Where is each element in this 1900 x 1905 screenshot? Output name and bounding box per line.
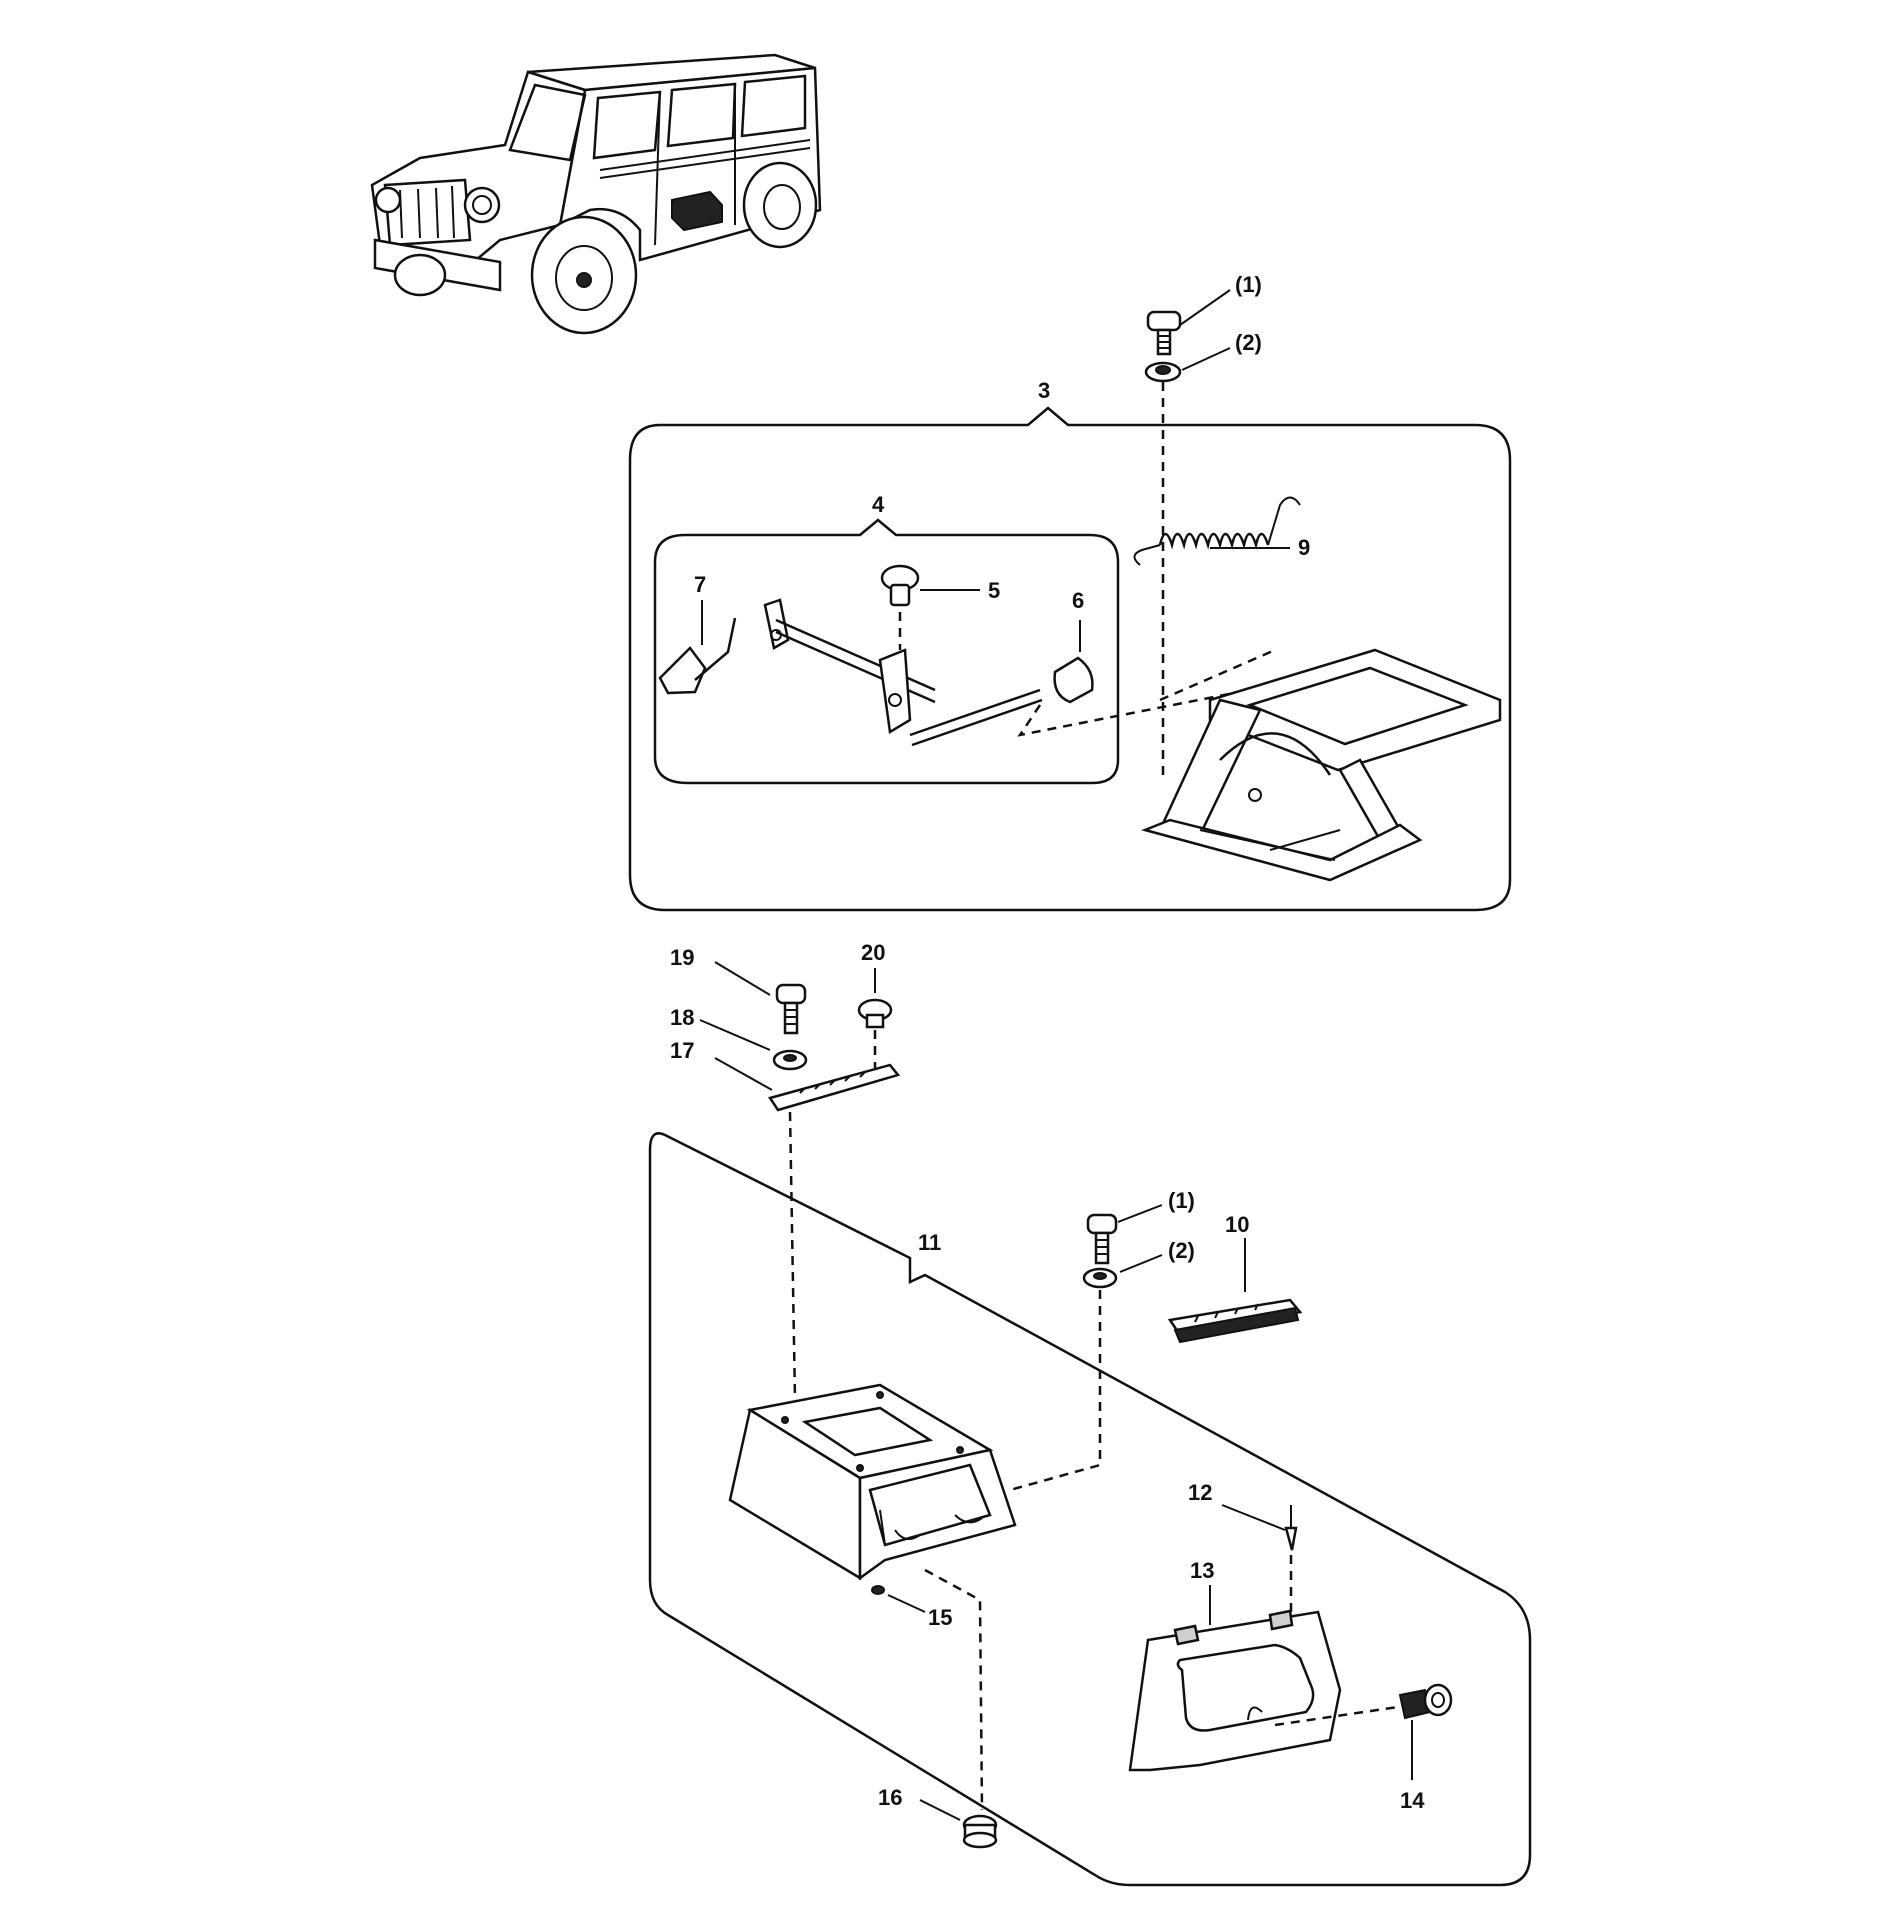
leader-line — [1117, 1204, 1163, 1223]
clip-icon — [871, 1585, 885, 1595]
callout-18: 18 — [670, 1005, 694, 1030]
callout-17: 17 — [670, 1038, 694, 1063]
callout-13: 13 — [1190, 1558, 1214, 1583]
bolt-icon — [1146, 310, 1182, 356]
washer-icon — [857, 998, 893, 1029]
washer-icon — [1144, 361, 1182, 383]
bolt-icon — [880, 564, 920, 607]
callout-1-top: (1) — [1235, 272, 1262, 297]
group-frame-11 — [648, 1132, 1532, 1887]
callout-3: 3 — [1038, 378, 1050, 403]
bolt-icon — [1086, 1213, 1118, 1265]
leader-line — [714, 961, 771, 996]
callout-1-mid: (1) — [1168, 1188, 1195, 1213]
battery-box-icon — [728, 1383, 1017, 1581]
leader-line — [1119, 1254, 1163, 1273]
callout-6: 6 — [1072, 588, 1084, 613]
assembly-line — [924, 1568, 984, 1811]
pedal-linkage-icon — [658, 598, 1043, 747]
callout-16: 16 — [878, 1785, 902, 1810]
cover-panel-icon — [1128, 1609, 1342, 1772]
grommet-icon — [962, 1814, 998, 1849]
knob-icon — [1398, 1683, 1453, 1720]
group-frame-4 — [653, 518, 1120, 785]
group-frame-3 — [628, 406, 1512, 912]
leader-line — [1181, 347, 1231, 371]
leader-line — [714, 1057, 773, 1091]
pedal-pad-icon — [1053, 656, 1094, 704]
callout-2-top: (2) — [1235, 330, 1262, 355]
callout-11: 11 — [918, 1230, 941, 1255]
leader-line — [699, 1019, 771, 1051]
assembly-line — [1017, 683, 1276, 737]
callout-10: 10 — [1225, 1212, 1249, 1237]
strip-icon — [1167, 1298, 1303, 1344]
callout-5: 5 — [988, 578, 1000, 603]
callout-15: 15 — [928, 1605, 952, 1630]
washer-icon — [1082, 1267, 1118, 1289]
callout-7: 7 — [694, 572, 706, 597]
spring-icon — [1133, 496, 1301, 566]
bolt-icon — [775, 983, 807, 1035]
leader-line — [887, 1594, 926, 1613]
callout-4: 4 — [872, 492, 885, 517]
leader-line — [919, 1799, 961, 1821]
callout-20: 20 — [861, 940, 885, 965]
assembly-line — [1159, 648, 1276, 702]
callout-2-mid: (2) — [1168, 1238, 1195, 1263]
plate-icon — [768, 1063, 901, 1112]
callout-14: 14 — [1400, 1788, 1425, 1813]
assembly-line — [1274, 1705, 1399, 1727]
assembly-line — [1009, 1290, 1102, 1492]
callout-19: 19 — [670, 945, 694, 970]
callout-12: 12 — [1188, 1480, 1212, 1505]
leader-line — [1221, 1504, 1286, 1531]
washer-icon — [772, 1049, 808, 1071]
bracket-icon — [1141, 648, 1502, 882]
assembly-line — [788, 1111, 797, 1401]
callout-9: 9 — [1298, 535, 1310, 560]
vehicle-illustration — [370, 53, 822, 335]
leader-line — [1179, 289, 1231, 326]
screw-icon — [1284, 1505, 1298, 1551]
